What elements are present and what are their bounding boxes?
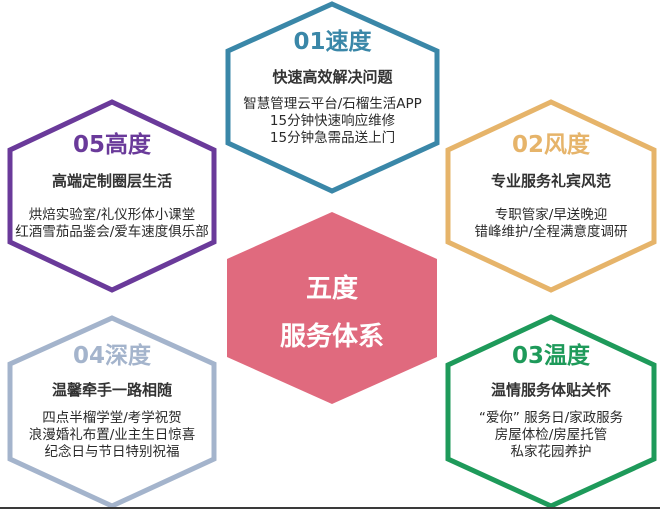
node-title: 03温度 (511, 343, 590, 369)
hexagon-speed (225, 1, 440, 194)
node-style: 02风度 专业服务礼宾风范 专职管家/早送晚迎 错峰维护/全程满意度调研 (448, 132, 654, 241)
center-title-line2: 服务体系 (279, 322, 384, 352)
node-line: 15分钟急需品送上门 (269, 130, 396, 146)
hexagon-height (7, 99, 217, 293)
node-subtitle: 温馨牵手一路相随 (51, 381, 172, 399)
hexagon-style (445, 99, 657, 293)
node-title: 04深度 (72, 343, 151, 369)
node-line: 错峰维护/全程满意度调研 (474, 224, 628, 240)
center-title-line1: 五度 (305, 274, 358, 304)
node-title: 01速度 (293, 29, 372, 55)
node-line: 浪漫婚礼布置/业主生日惊喜 (28, 427, 196, 443)
node-warmth: 03温度 温情服务体贴关怀 “爱你” 服务日/家政服务 房屋体检/房屋托管 私家… (448, 343, 654, 461)
node-title: 02风度 (511, 132, 590, 158)
node-speed: 01速度 快速高效解决问题 智慧管理云平台/石榴生活APP 15分钟快速响应维修… (228, 29, 437, 147)
node-line: 红酒雪茄品鉴会/爱车速度俱乐部 (15, 224, 209, 240)
node-subtitle: 温情服务体贴关怀 (490, 381, 611, 399)
node-line: 私家花园养护 (510, 444, 592, 460)
node-line: 15分钟快速响应维修 (269, 113, 396, 129)
node-line: 纪念日与节日特别祝福 (44, 444, 180, 460)
node-depth: 04深度 温馨牵手一路相随 四点半榴学堂/考学祝贺 浪漫婚礼布置/业主生日惊喜 … (10, 343, 214, 461)
hexagon-depth (7, 315, 217, 509)
node-subtitle: 专业服务礼宾风范 (490, 172, 611, 190)
node-line: 房屋体检/房屋托管 (494, 427, 608, 443)
node-line: “爱你” 服务日/家政服务 (478, 410, 624, 426)
node-subtitle: 快速高效解决问题 (272, 68, 393, 86)
hexagon-warmth (445, 314, 657, 509)
node-subtitle: 高端定制圈层生活 (51, 172, 172, 190)
node-line: 四点半榴学堂/考学祝贺 (42, 410, 182, 426)
hexagon-center (227, 212, 437, 404)
node-title: 05高度 (72, 132, 151, 158)
node-line: 专职管家/早送晚迎 (494, 207, 608, 223)
node-line: 烘焙实验室/礼仪形体小课堂 (28, 207, 196, 223)
bottom-divider (0, 507, 660, 509)
node-height: 05高度 高端定制圈层生活 烘焙实验室/礼仪形体小课堂 红酒雪茄品鉴会/爱车速度… (10, 132, 214, 241)
node-line: 智慧管理云平台/石榴生活APP (243, 96, 422, 112)
